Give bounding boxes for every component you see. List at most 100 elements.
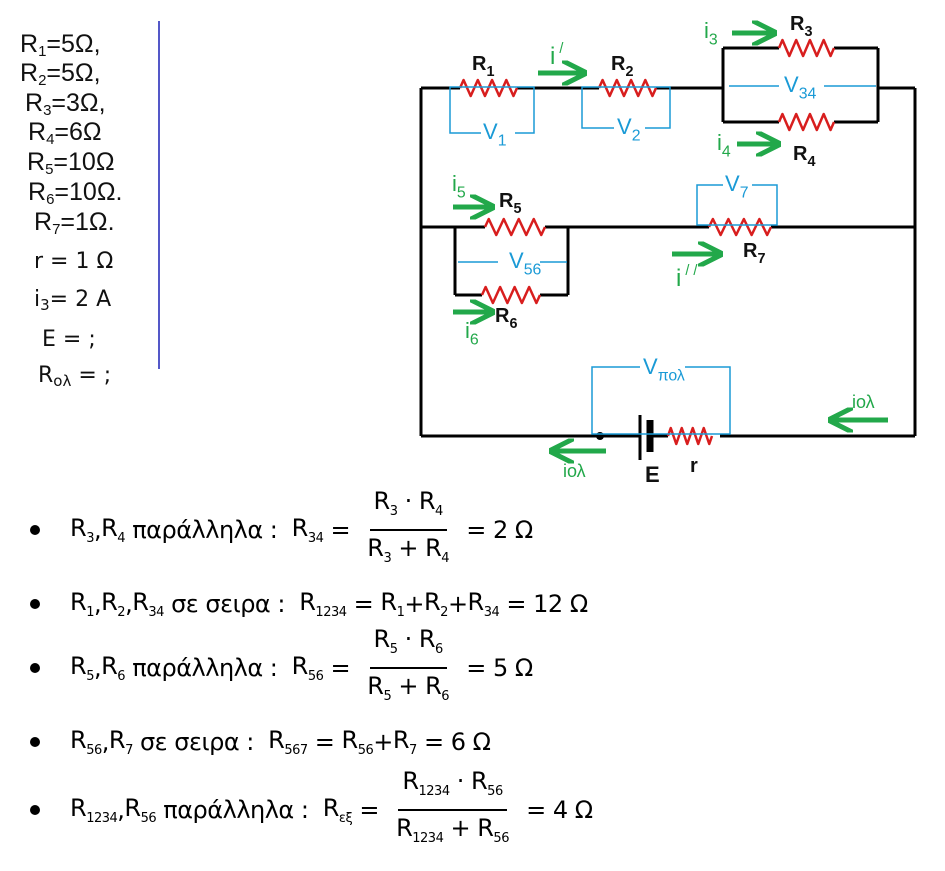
given-value: Rολ = ; <box>38 362 111 395</box>
given-value-text: = ; <box>71 363 112 388</box>
given-value-text: =10Ω <box>53 148 115 176</box>
given-subscript: 1 <box>38 43 47 60</box>
voltage-brackets <box>449 85 876 435</box>
symbol: R2 <box>423 588 448 620</box>
subscript: 56 <box>493 831 509 846</box>
symbol: R3 <box>367 534 392 566</box>
given-symbol: R <box>34 208 53 236</box>
given-value: R3=3Ω, <box>25 89 106 125</box>
subscript: 56 <box>357 743 374 758</box>
label-r4: R4 <box>793 143 815 170</box>
subscript: 5 <box>389 642 398 657</box>
symbol: R56 <box>341 726 374 758</box>
relation-text: παράλληλα : <box>125 516 292 544</box>
subscript: 6 <box>117 669 126 684</box>
symbol: R5 <box>373 625 398 657</box>
subscript: 3 <box>389 504 398 519</box>
operator: + <box>404 590 424 618</box>
comma: , <box>125 590 133 618</box>
operator: + <box>391 672 426 700</box>
subscript: 34 <box>307 531 324 546</box>
step-result: = 2 Ω <box>459 516 533 544</box>
given-symbol: E <box>42 327 56 352</box>
subscript: 6 <box>435 642 443 657</box>
numerator: R3 · R4 <box>369 486 447 531</box>
given-value: R2=5Ω, <box>20 59 101 95</box>
relation-text: παράλληλα : <box>156 796 323 824</box>
label-internal-r: r <box>690 455 698 477</box>
given-value-text: =1Ω. <box>60 208 115 236</box>
subscript: 56 <box>487 784 503 799</box>
label-i-dprime: i/ / <box>676 263 697 292</box>
operator: + <box>443 814 478 842</box>
given-symbol: R <box>20 30 39 58</box>
given-value-text: = 1 Ω <box>43 249 114 274</box>
given-value-text: = 2 A <box>49 287 112 312</box>
given-subscript: 5 <box>45 161 54 178</box>
operator: · <box>397 487 419 515</box>
label-i3: i3 <box>704 18 718 49</box>
given-subscript: 2 <box>38 72 47 89</box>
symbol: R4 <box>425 534 450 566</box>
given-subscript: 4 <box>46 131 55 148</box>
given-symbol: R <box>38 363 54 388</box>
step-result: = 4 Ω <box>518 796 593 824</box>
given-subscript: 3 <box>40 296 50 314</box>
comma: , <box>93 590 102 618</box>
given-symbol: i <box>34 287 41 312</box>
given-value-text: =6Ω <box>54 118 102 146</box>
label-v7: V7 <box>725 171 749 202</box>
equals: = <box>307 728 342 756</box>
symbol: R34 <box>291 514 324 546</box>
given-value: R1=5Ω, <box>20 30 101 66</box>
label-i-prime: i/ <box>550 41 563 70</box>
step-result: = 5 Ω <box>459 654 533 682</box>
relation-text: σε σειρα : <box>163 590 300 618</box>
step-expression: R56,R7 σε σειρα : R567 = R56 + R7 = 6 Ω <box>70 726 491 758</box>
given-value-text: =5Ω, <box>46 59 101 87</box>
subscript: 567 <box>284 743 308 758</box>
subscript: 3 <box>383 551 392 566</box>
label-v1: V1 <box>483 119 507 150</box>
subscript: 34 <box>483 605 500 620</box>
given-value-text: =5Ω, <box>46 30 101 58</box>
given-value-text: = ; <box>55 327 96 352</box>
symbol: R3 <box>373 487 398 519</box>
label-i5: i5 <box>452 171 466 202</box>
subscript: 56 <box>307 669 324 684</box>
given-symbol: R <box>27 148 46 176</box>
subscript: εξ <box>338 811 353 826</box>
symbol: R3 <box>70 514 94 546</box>
symbol: R5 <box>367 672 392 704</box>
label-v56: V56 <box>509 248 541 279</box>
label-r5: R5 <box>499 190 521 217</box>
bracket-vpol <box>591 366 731 435</box>
equals: = <box>323 516 358 544</box>
symbol: R1 <box>70 588 94 620</box>
step-result: = 12 Ω <box>499 590 588 618</box>
symbol: Rεξ <box>322 794 353 826</box>
denominator: R1234 + R56 <box>392 811 513 854</box>
denominator: R5 + R6 <box>363 669 453 712</box>
given-value: R7=1Ω. <box>34 208 115 244</box>
operator: + <box>373 728 393 756</box>
symbol: R2 <box>101 588 126 620</box>
bullet-icon <box>30 525 40 535</box>
label-vpol: Vπολ <box>643 354 685 385</box>
given-value: E = ; <box>42 326 96 354</box>
given-symbol: R <box>20 59 39 87</box>
solution-step: R1,R2,R34 σε σειρα : R1234 = R1 + R2 + R… <box>0 574 945 634</box>
symbol: R6 <box>425 672 450 704</box>
given-subscript: 7 <box>52 221 61 238</box>
symbol: R567 <box>268 726 308 758</box>
resistor-r7 <box>707 217 773 237</box>
